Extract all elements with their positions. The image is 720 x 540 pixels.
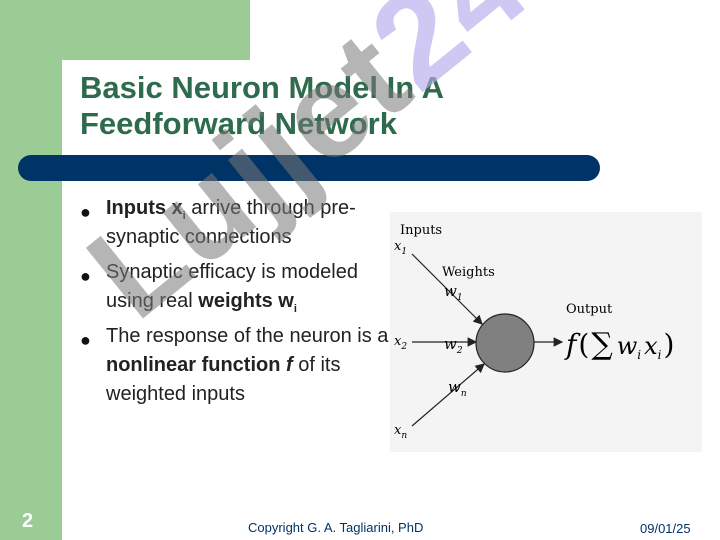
bullet-list: ●Inputs xi arrive through pre-synaptic c… xyxy=(78,194,398,415)
weights-label: Weights xyxy=(442,265,495,280)
xn-label: xn xyxy=(394,423,407,441)
bullet-dot-icon: ● xyxy=(80,330,91,350)
w2-label: w2 xyxy=(444,335,463,356)
bullet-item: ● The response of the neuron is a nonline… xyxy=(78,322,398,409)
bullet-dot-icon: ● xyxy=(80,266,91,286)
bullet-text: weights w xyxy=(198,290,294,312)
bullet-text: f xyxy=(286,354,293,376)
bullet-text: i xyxy=(293,303,297,315)
title-underline-bar xyxy=(18,155,600,181)
bullet-item: ● Synaptic efficacy is modeled using real… xyxy=(78,258,398,316)
bullet-text: of its weighted inputs xyxy=(106,354,341,405)
footer-copyright: Copyright G. A. Tagliarini, PhD xyxy=(248,520,424,535)
footer-date: 09/01/25 xyxy=(640,521,691,536)
bullet-dot-icon: ● xyxy=(80,202,91,222)
bullet-item: ● Inputs xi arrive through pre-synaptic c… xyxy=(78,194,398,252)
neuron-diagram: Inputs Weights Output x1 x2 xn w1 w2 wn … xyxy=(390,212,702,452)
input-arrow-n xyxy=(411,363,485,427)
bullet-text: nonlinear function xyxy=(106,354,286,376)
left-decor-band xyxy=(0,0,62,540)
x1-label: x1 xyxy=(394,239,407,257)
neuron-diagram-svg: Inputs Weights Output x1 x2 xn w1 w2 wn … xyxy=(394,223,674,441)
output-label: Output xyxy=(566,302,613,317)
bullet-text: Synaptic efficacy is modeled using real xyxy=(106,261,358,312)
slide-title: Basic Neuron Model In A Feedforward Netw… xyxy=(80,70,443,141)
w1-label: w1 xyxy=(444,282,463,303)
neuron-node xyxy=(475,313,535,373)
wn-label: wn xyxy=(448,378,467,399)
bullet-text: i xyxy=(182,210,186,222)
input-arrow-1 xyxy=(411,253,483,325)
top-decor-band xyxy=(0,0,250,60)
bullet-text: arrive through pre-synaptic connections xyxy=(106,197,356,248)
bullet-text: The response of the neuron is a xyxy=(106,325,389,347)
slide-number: 2 xyxy=(22,510,34,532)
bullet-text: Inputs x xyxy=(106,197,183,219)
x2-label: x2 xyxy=(394,334,407,352)
inputs-label: Inputs xyxy=(400,223,442,238)
